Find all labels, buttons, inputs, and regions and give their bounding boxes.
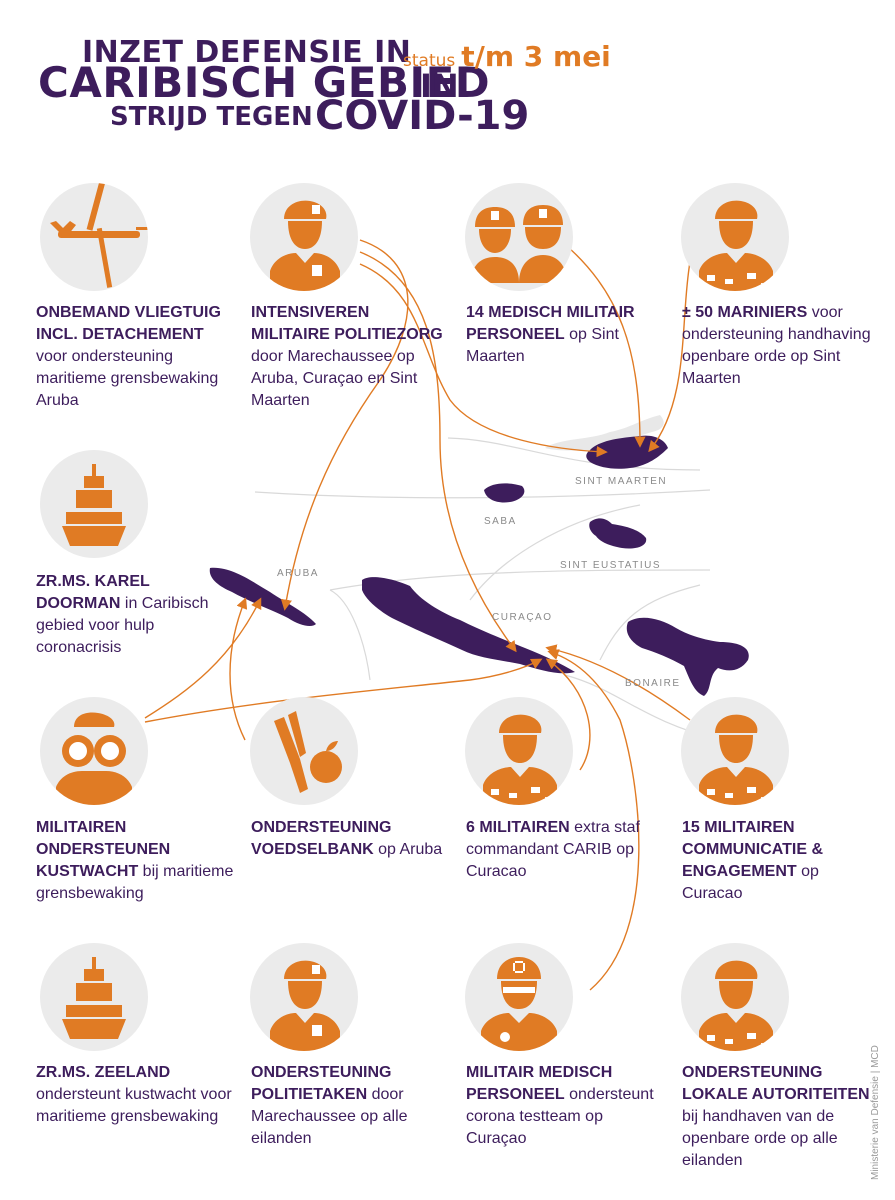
caption-medisch-personeel: MILITAIR MEDISCH PERSONEEL ondersteunt c… xyxy=(466,1062,666,1150)
title-line-3: STRIJD TEGEN xyxy=(110,102,313,132)
soldier-icon xyxy=(681,697,789,805)
caption-15-militairen: 15 MILITAIREN COMMUNICATIE & ENGAGEMENT … xyxy=(682,817,882,905)
caption-medisch-bold: 14 MEDISCH MILITAIR PERSONEEL xyxy=(466,304,635,343)
medic-soldier-icon xyxy=(465,943,573,1051)
caption-6-militairen-text: extra staf commandant CARIB op Curacao xyxy=(466,819,640,880)
binoculars-soldier-icon xyxy=(40,697,148,805)
caption-lokale-autoriteiten-text: bij handhaven van de openbare orde op al… xyxy=(682,1108,838,1169)
map-label-saba: SABA xyxy=(484,516,517,527)
caption-police-text: door Marechaussee op Aruba, Curaçao en S… xyxy=(251,348,418,409)
caption-drone-bold: ONBEMAND VLIEGTUIG INCL. DETACHEMENT xyxy=(36,304,221,343)
caption-medisch-personeel-text: ondersteunt corona testteam op Curaçao xyxy=(466,1086,654,1147)
caption-zeeland: ZR.MS. ZEELAND ondersteunt kustwacht voo… xyxy=(36,1062,236,1128)
caption-police-bold: INTENSIVEREN MILITAIRE POLITIEZORG xyxy=(251,304,443,343)
curacao-shape xyxy=(362,577,575,674)
caption-medisch-personeel-bold: MILITAIR MEDISCH PERSONEEL xyxy=(466,1064,613,1103)
soldier-icon xyxy=(681,943,789,1051)
medical-staff-icon xyxy=(465,183,573,291)
caption-6-militairen: 6 MILITAIREN extra staf commandant CARIB… xyxy=(466,817,666,883)
sint-eustatius-shape xyxy=(589,518,647,549)
caption-lokale-autoriteiten-bold: ONDERSTEUNING LOKALE AUTORITEITEN xyxy=(682,1064,870,1103)
caption-mariniers: ± 50 MARINIERS voor ondersteuning handha… xyxy=(682,302,882,390)
military-police-icon xyxy=(250,943,358,1051)
credit-text: Ministerie van Defensie | MCD xyxy=(870,1045,881,1180)
caption-kustwacht-text: bij maritieme grensbewaking xyxy=(36,863,234,902)
caption-6-militairen-bold: 6 MILITAIREN xyxy=(466,819,570,836)
drone-icon xyxy=(40,183,148,291)
ship-icon xyxy=(40,450,148,558)
map-label-bonaire: BONAIRE xyxy=(625,678,681,689)
caption-voedselbank-bold: ONDERSTEUNING VOEDSELBANK xyxy=(251,819,392,858)
caption-medisch: 14 MEDISCH MILITAIR PERSONEEL op Sint Ma… xyxy=(466,302,666,368)
marine-soldier-icon xyxy=(681,183,789,291)
title-line-3-suffix: COVID-19 xyxy=(315,93,530,139)
caption-lokale-autoriteiten: ONDERSTEUNING LOKALE AUTORITEITEN bij ha… xyxy=(682,1062,882,1172)
caption-voedselbank-text: op Aruba xyxy=(373,841,443,858)
caption-voedselbank: ONDERSTEUNING VOEDSELBANK op Aruba xyxy=(251,817,451,861)
caption-zeeland-bold: ZR.MS. ZEELAND xyxy=(36,1064,171,1081)
sint-maarten-shape-light xyxy=(545,415,664,451)
caption-drone: ONBEMAND VLIEGTUIG INCL. DETACHEMENT voo… xyxy=(36,302,236,412)
ship-icon xyxy=(40,943,148,1051)
status-date: t/m 3 mei xyxy=(461,40,611,73)
caption-kustwacht: MILITAIREN ONDERSTEUNEN KUSTWACHT bij ma… xyxy=(36,817,236,905)
map-label-sint-maarten: SINT MAARTEN xyxy=(575,476,668,487)
caption-politietaken-bold: ONDERSTEUNING POLITIETAKEN xyxy=(251,1064,392,1103)
food-icon xyxy=(250,697,358,805)
caption-zeeland-text: ondersteunt kustwacht voor maritieme gre… xyxy=(36,1086,232,1125)
status-word: status xyxy=(403,51,456,71)
caption-15-militairen-bold: 15 MILITAIREN COMMUNICATIE & ENGAGEMENT xyxy=(682,819,824,880)
map-label-sint-eustatius: SINT EUSTATIUS xyxy=(560,560,662,571)
title-line-2: CARIBISCH GEBIED xyxy=(38,58,491,107)
caption-police: INTENSIVEREN MILITAIRE POLITIEZORG door … xyxy=(251,302,451,412)
soldier-icon xyxy=(465,697,573,805)
military-police-icon xyxy=(250,183,358,291)
caption-karel-doorman-text: in Caribisch gebied voor hulp coronacris… xyxy=(36,595,209,656)
caption-karel-doorman: ZR.MS. KAREL DOORMAN in Caribisch gebied… xyxy=(36,571,236,659)
connector-marechaussee-aruba xyxy=(280,239,409,611)
sint-maarten-shape xyxy=(586,435,668,469)
caption-politietaken-text: door Marechaussee op alle eilanden xyxy=(251,1086,408,1147)
caption-drone-text: voor ondersteuning maritieme grensbewaki… xyxy=(36,348,219,409)
map-label-aruba: ARUBA xyxy=(277,568,319,579)
caption-medisch-text: op Sint Maarten xyxy=(466,326,619,365)
caption-karel-doorman-bold: ZR.MS. KAREL DOORMAN xyxy=(36,573,150,612)
caption-mariniers-text: voor ondersteuning handhaving openbare o… xyxy=(682,304,871,387)
title-line-2-suffix: IN xyxy=(420,67,459,105)
caption-politietaken: ONDERSTEUNING POLITIETAKEN door Marechau… xyxy=(251,1062,451,1150)
caption-kustwacht-bold: MILITAIREN ONDERSTEUNEN KUSTWACHT xyxy=(36,819,171,880)
map-label-curacao: CURAÇAO xyxy=(492,612,553,623)
caption-mariniers-bold: ± 50 MARINIERS xyxy=(682,304,808,321)
saba-shape xyxy=(484,483,525,503)
caption-15-militairen-text: op Curacao xyxy=(682,863,819,902)
title-line-1: INZET DEFENSIE IN xyxy=(82,35,412,70)
